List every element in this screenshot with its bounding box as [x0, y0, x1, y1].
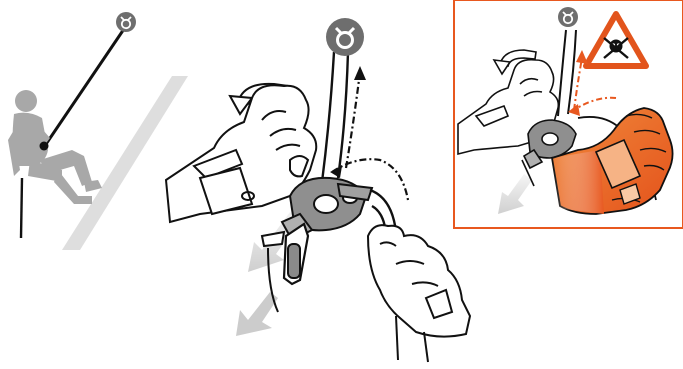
inset-rope-2 — [567, 29, 577, 115]
left-glove — [164, 84, 318, 224]
main-operation-panel — [164, 18, 472, 363]
anchor-icon — [326, 18, 364, 56]
rope-tail — [19, 177, 24, 239]
down-arrow-icon — [498, 174, 532, 214]
rope-lower — [267, 247, 279, 313]
inset-direction-arrows — [573, 57, 617, 111]
right-glove — [366, 224, 472, 363]
rope-line — [40, 25, 128, 151]
inset-descender-device — [521, 119, 577, 187]
carabiner — [260, 222, 310, 286]
climber-figure — [8, 90, 102, 204]
harness-device — [39, 141, 49, 151]
inset-panel — [453, 0, 683, 229]
rope-upper-2 — [336, 51, 350, 179]
anchor-icon — [116, 12, 136, 32]
skull-crossbones-warning-icon — [583, 11, 649, 69]
rope-direction-arrows — [331, 71, 410, 201]
climber-panel — [8, 12, 188, 250]
rope-upper — [320, 51, 336, 183]
slope-line — [62, 76, 188, 250]
orange-glove — [550, 107, 674, 215]
rotate-arrow-icon — [492, 49, 537, 76]
anchor-icon — [558, 7, 578, 27]
